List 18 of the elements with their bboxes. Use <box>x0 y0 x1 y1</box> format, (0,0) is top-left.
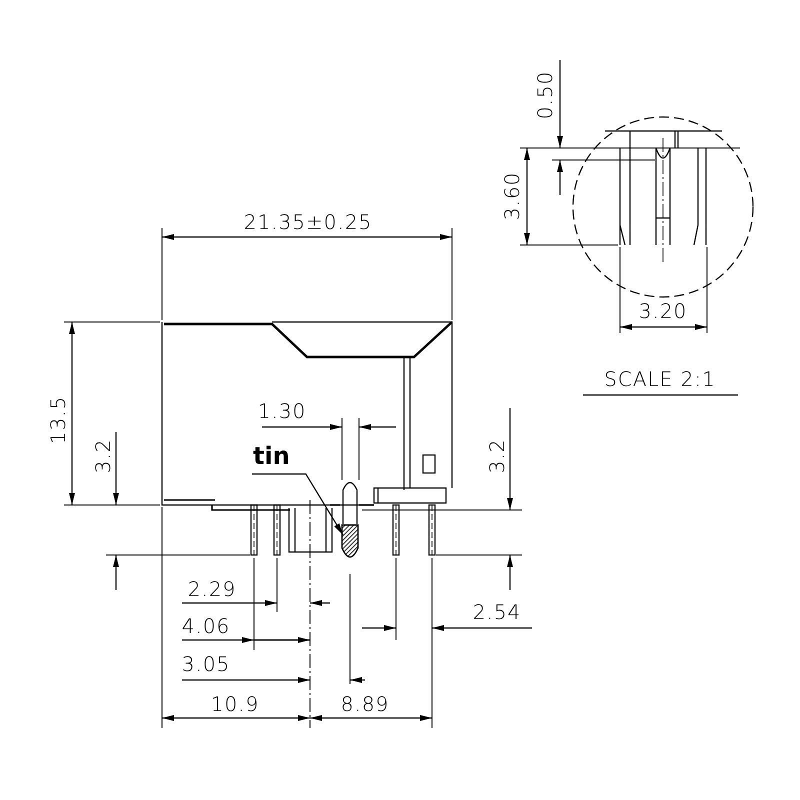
dimension-label: 13.5 <box>48 396 68 444</box>
dimension-label: 3.2 <box>487 438 507 474</box>
callout-text: tin <box>253 444 290 468</box>
dimension-label: 1.30 <box>258 401 306 421</box>
dimension-label: 2.54 <box>472 602 522 622</box>
dimension-label: 3.60 <box>502 172 522 220</box>
dimension-label: 10.9 <box>210 694 260 714</box>
dimension-label: 3.2 <box>93 438 113 474</box>
dimension-label: 3.05 <box>182 654 230 674</box>
dimension-label: 3.20 <box>638 301 688 321</box>
dimension-label: 0.50 <box>535 70 555 120</box>
leader-line <box>252 473 344 536</box>
dimension-label: 8.89 <box>340 694 390 714</box>
tinned-pin-tip <box>341 524 359 558</box>
dimension-label: 21.35±0.25 <box>244 212 372 232</box>
dimension-label: 4.06 <box>182 616 230 636</box>
dimension-label: 2.29 <box>188 579 236 599</box>
scale-note: SCALE 2:1 <box>604 369 716 389</box>
